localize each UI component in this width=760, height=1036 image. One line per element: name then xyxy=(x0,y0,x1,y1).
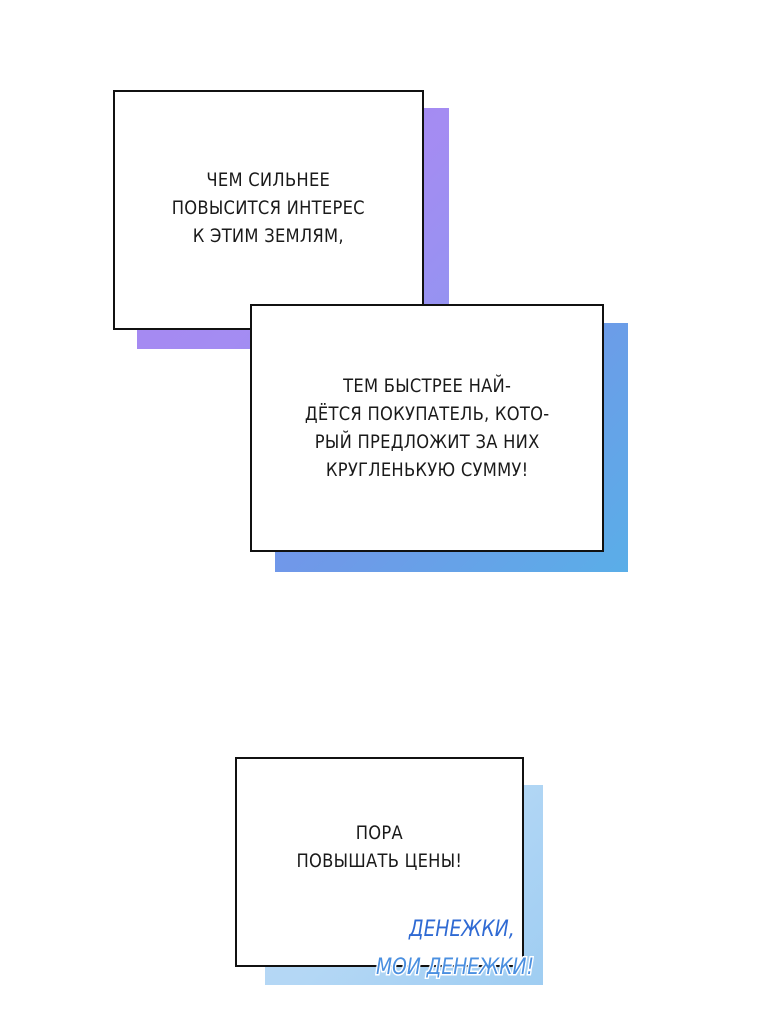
caption-line: ТЕМ БЫСТРЕЕ НАЙ- xyxy=(342,375,512,397)
caption-text-1: ЧЕМ СИЛЬНЕЕ ПОВЫСИТСЯ ИНТЕРЕС К ЭТИМ ЗЕМ… xyxy=(172,166,365,250)
caption-text-2: ТЕМ БЫСТРЕЕ НАЙ- ДЁТСЯ ПОКУПАТЕЛЬ, КОТО-… xyxy=(305,372,550,484)
caption-line: КРУГЛЕНЬКУЮ СУММУ! xyxy=(325,459,529,481)
caption-line: ПОВЫСИТСЯ ИНТЕРЕС xyxy=(171,197,366,219)
caption-line: РЫЙ ПРЕДЛОЖИТ ЗА НИХ xyxy=(314,431,540,453)
caption-text-3: ПОРА ПОВЫШАТЬ ЦЕНЫ! xyxy=(297,819,463,875)
caption-line: ЧЕМ СИЛЬНЕЕ xyxy=(206,169,331,191)
caption-line: ПОРА xyxy=(355,822,404,844)
caption-box-3: ПОРА ПОВЫШАТЬ ЦЕНЫ! xyxy=(235,757,524,967)
caption-line: ДЁТСЯ ПОКУПАТЕЛЬ, КОТО- xyxy=(304,403,550,425)
sound-effect-text: МОИ ДЕНЕЖКИ! xyxy=(375,954,536,982)
sound-effect-text: ДЕНЕЖКИ, xyxy=(408,916,516,944)
caption-line: ПОВЫШАТЬ ЦЕНЫ! xyxy=(296,850,463,872)
caption-box-2: ТЕМ БЫСТРЕЕ НАЙ- ДЁТСЯ ПОКУПАТЕЛЬ, КОТО-… xyxy=(250,304,604,552)
caption-box-1: ЧЕМ СИЛЬНЕЕ ПОВЫСИТСЯ ИНТЕРЕС К ЭТИМ ЗЕМ… xyxy=(113,90,424,330)
caption-line: К ЭТИМ ЗЕМЛЯМ, xyxy=(192,225,345,247)
